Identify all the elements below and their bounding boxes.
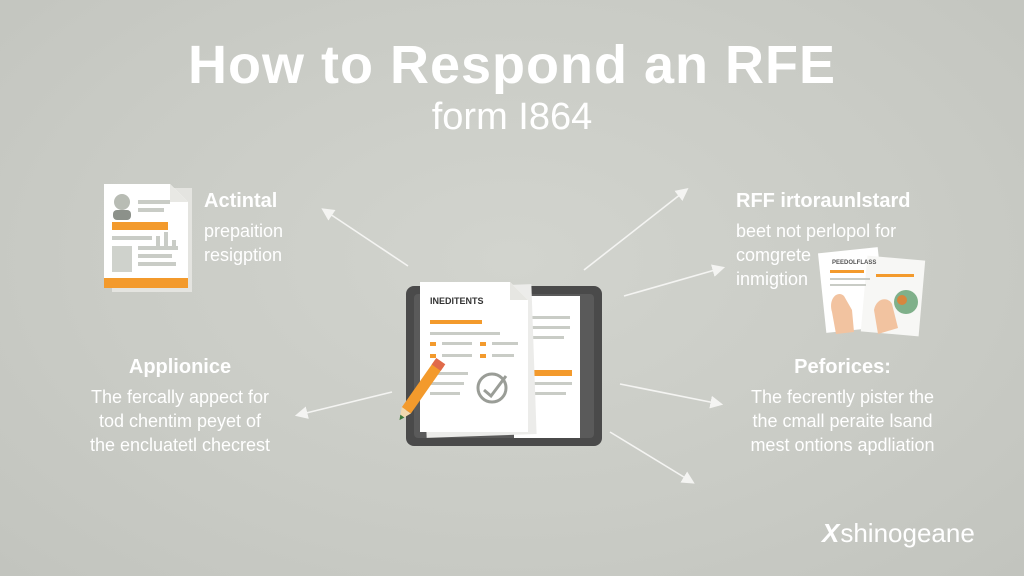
brand-name: shinogeane	[840, 518, 975, 548]
block-bottom-left-line-3: the encluatetl checrest	[89, 435, 271, 455]
arrow-to-bottom-right-lower	[609, 431, 695, 484]
block-bottom-left-line-2: tod chentim peyet of	[98, 411, 262, 431]
arrow-to-top-left	[321, 208, 409, 267]
hands-papers-icon: PEEDOLFLASS	[818, 247, 926, 337]
block-top-left: Actintal prepaition resigption	[204, 190, 283, 267]
page-subtitle: form I864	[431, 96, 593, 138]
block-bottom-left-line-1: The fercally appect for	[90, 387, 270, 407]
block-top-right-line-2: comgrete	[736, 245, 812, 265]
page-title: How to Respond an RFE	[188, 35, 836, 95]
arrow-to-top-right-inset	[623, 264, 726, 297]
center-document-heading: INEDITENTS	[430, 296, 484, 306]
brand-watermark: Xshinogeane	[822, 518, 975, 549]
inset-doc-label: PEEDOLFLASS	[832, 260, 876, 266]
center-document-tablet-icon: INEDITENTS	[399, 282, 602, 446]
block-bottom-right-line-2: the cmall peraite lsand	[752, 411, 933, 431]
resume-document-icon	[104, 184, 192, 292]
block-top-right: RFF irtoraunlstard beet not perlopol for…	[736, 190, 910, 291]
arrow-to-bottom-right	[619, 383, 724, 409]
arrow-to-top-right	[583, 188, 689, 271]
block-bottom-left-heading: Applionice	[128, 356, 232, 378]
block-bottom-right-line-1: The fecrently pister the	[750, 387, 935, 407]
block-top-left-line-2: resigption	[204, 245, 283, 265]
block-bottom-right-line-3: mest ontions apdliation	[750, 435, 935, 455]
block-bottom-right: Peforices: The fecrently pister the the …	[720, 356, 965, 457]
brand-logo-mark: X	[822, 518, 840, 548]
block-bottom-left: Applionice The fercally appect for tod c…	[60, 356, 300, 457]
block-top-left-heading: Actintal	[204, 190, 278, 212]
block-bottom-right-heading: Peforices:	[794, 356, 891, 378]
block-top-right-heading: RFF irtoraunlstard	[736, 190, 911, 212]
block-top-right-line-3: inmigtion	[736, 269, 809, 289]
arrow-to-bottom-left	[294, 391, 393, 419]
block-top-left-line-1: prepaition	[204, 221, 284, 241]
block-top-right-line-1: beet not perlopol for	[736, 221, 897, 241]
